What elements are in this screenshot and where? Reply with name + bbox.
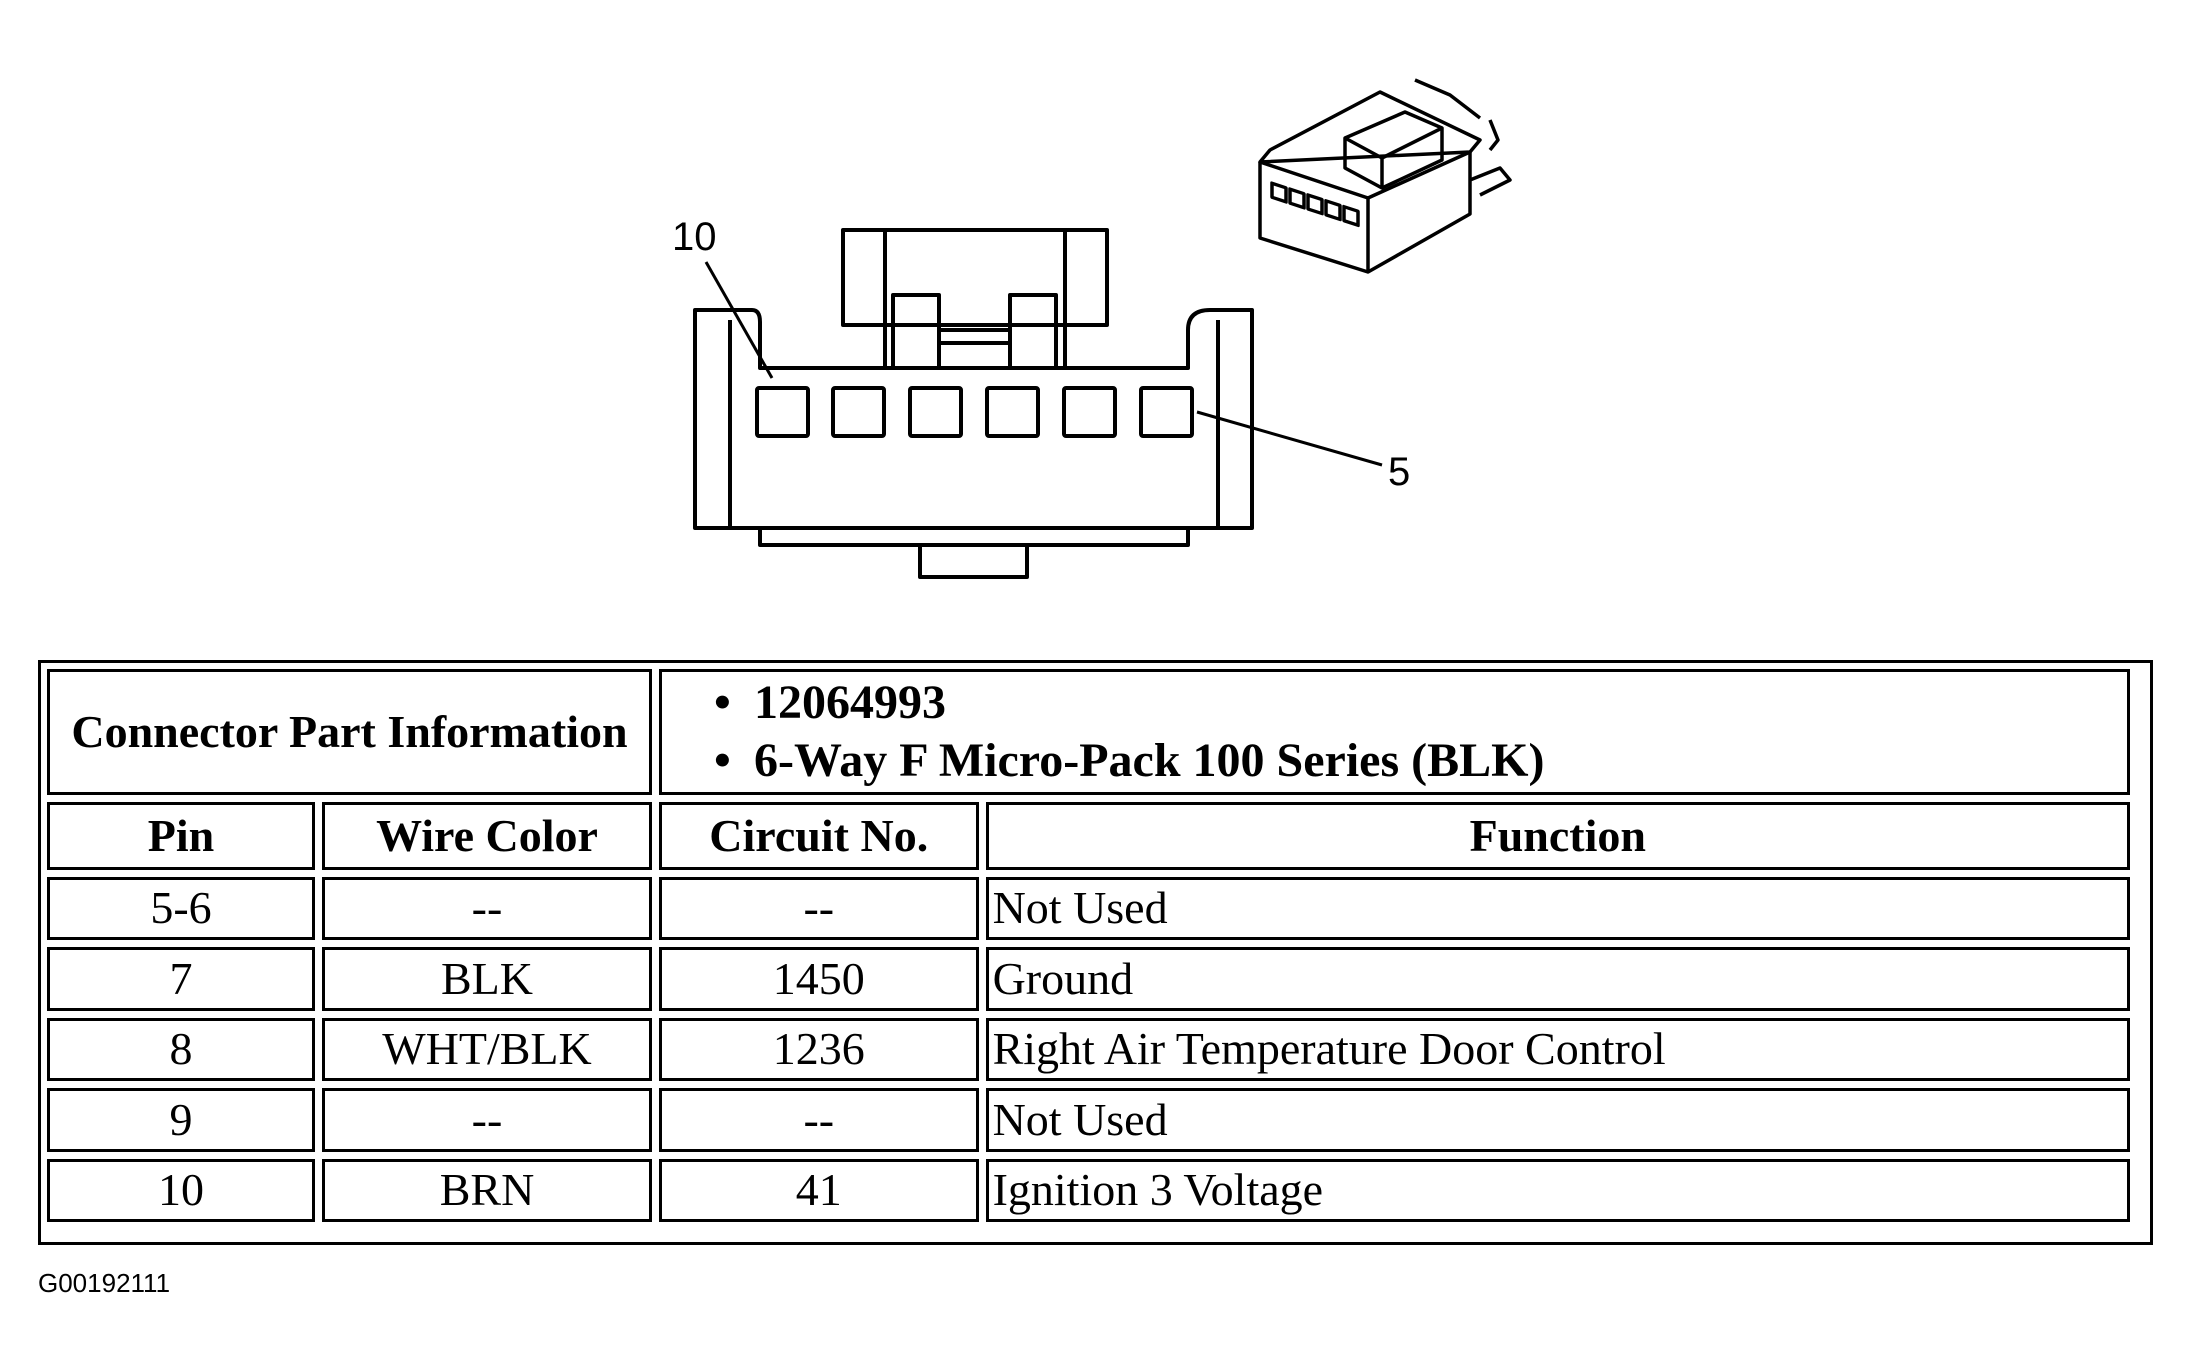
- pin-cell: 7: [47, 947, 316, 1011]
- column-header-circuit-no: Circuit No.: [658, 802, 979, 870]
- table-row: 10 BRN 41 Ignition 3 Voltage: [47, 1158, 2130, 1222]
- table-row: 8 WHT/BLK 1236 Right Air Temperature Doo…: [47, 1017, 2130, 1082]
- pin-cell: 5-6: [47, 877, 316, 941]
- wire-color-cell: --: [322, 877, 652, 941]
- pin-cell: 9: [47, 1088, 316, 1152]
- table-row: 5-6 -- -- Not Used: [47, 877, 2130, 941]
- connector-bottom-tab: [918, 545, 1029, 579]
- connector-isometric-view: [1258, 78, 1512, 274]
- circuit-cell: 41: [658, 1158, 979, 1222]
- callout-pin-10: 10: [672, 215, 717, 259]
- connector-bottom-rail: [758, 528, 1190, 547]
- wire-color-cell: --: [322, 1088, 652, 1152]
- pin-cell: 8: [47, 1017, 316, 1082]
- callout-leader-pin-5: [1196, 410, 1383, 467]
- column-header-function: Function: [985, 802, 2130, 870]
- circuit-cell: 1450: [658, 947, 979, 1011]
- function-cell: Not Used: [985, 877, 2130, 941]
- connector-info-values: 12064993 6-Way F Micro-Pack 100 Series (…: [658, 669, 2130, 795]
- pin-cavity-5: [1139, 386, 1194, 438]
- table-row: 9 -- -- Not Used: [47, 1088, 2130, 1152]
- figure-id: G00192111: [38, 1268, 171, 1298]
- circuit-cell: --: [658, 877, 979, 941]
- connector-diagram: 10 5: [672, 78, 1512, 579]
- connector-description: 6-Way F Micro-Pack 100 Series (BLK): [714, 732, 2123, 790]
- pin-cavity-7: [985, 386, 1040, 438]
- function-cell: Ground: [985, 947, 2130, 1011]
- connector-latch-block-right: [1008, 293, 1058, 370]
- connector-pinout-table: Connector Part Information 12064993 6-Wa…: [40, 662, 2137, 1229]
- pin-cavity-6: [1062, 386, 1117, 438]
- connector-part-number: 12064993: [714, 674, 2123, 732]
- column-header-pin: Pin: [47, 802, 316, 870]
- callout-leader-pin-10: [704, 261, 774, 379]
- circuit-cell: --: [658, 1088, 979, 1152]
- function-cell: Not Used: [985, 1088, 2130, 1152]
- connector-latch-block-left: [891, 293, 941, 370]
- wire-color-cell: WHT/BLK: [322, 1017, 652, 1082]
- circuit-cell: 1236: [658, 1017, 979, 1082]
- pin-cavity-9: [831, 386, 886, 438]
- wire-color-cell: BRN: [322, 1158, 652, 1222]
- pin-cavity-8: [908, 386, 963, 438]
- connector-latch: [841, 228, 1109, 327]
- column-header-wire-color: Wire Color: [322, 802, 652, 870]
- pin-cavity-10: [755, 386, 810, 438]
- connector-table-frame: Connector Part Information 12064993 6-Wa…: [38, 660, 2153, 1245]
- connector-info-label: Connector Part Information: [47, 669, 652, 795]
- wire-color-cell: BLK: [322, 947, 652, 1011]
- pin-cell: 10: [47, 1158, 316, 1222]
- callout-pin-5: 5: [1388, 450, 1410, 494]
- function-cell: Ignition 3 Voltage: [985, 1158, 2130, 1222]
- table-row: 7 BLK 1450 Ground: [47, 947, 2130, 1011]
- connector-face-body: [693, 308, 1254, 530]
- function-cell: Right Air Temperature Door Control: [985, 1017, 2130, 1082]
